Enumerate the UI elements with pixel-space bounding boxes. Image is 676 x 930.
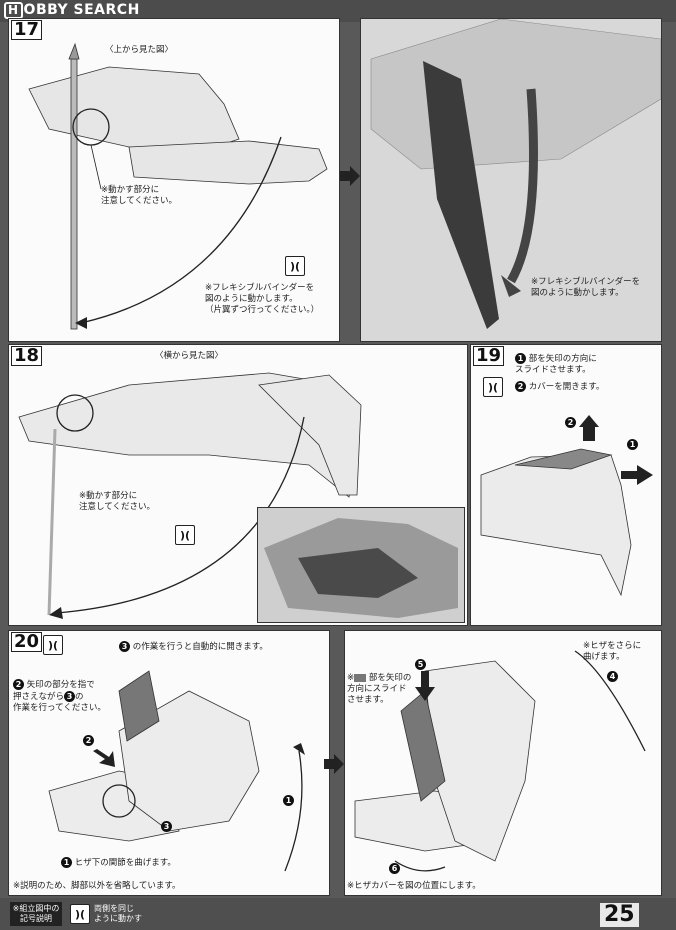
marker-3: 3 bbox=[119, 641, 130, 652]
marker-4-arrow: 4 bbox=[607, 671, 618, 682]
top-view-illustration bbox=[28, 42, 328, 330]
caution-note: ※動かす部分に 注意してください。 bbox=[79, 491, 155, 512]
mirror-symbol-icon: )( bbox=[43, 635, 63, 655]
step-20-left-panel: 20 )( 3 の作業を行うと自動的に開きます。 2 矢印の部分を指で 押さえな… bbox=[8, 630, 330, 896]
explain-note: ※説明のため、脚部以外を省略しています。 bbox=[13, 881, 181, 891]
leg-illustration-right bbox=[354, 650, 646, 872]
logo-text: OBBY SEARCH bbox=[23, 2, 140, 18]
auto-open-note: 3 の作業を行うと自動的に開きます。 bbox=[119, 641, 268, 653]
open-note: 2 カバーを開きます。 bbox=[515, 381, 604, 393]
mirror-symbol-icon: )( bbox=[483, 377, 503, 397]
leg-illustration-left bbox=[48, 670, 305, 872]
marker-1-arrow: 1 bbox=[283, 795, 294, 806]
legend-title: ※組立図中の 記号説明 bbox=[10, 902, 62, 926]
knee-cover-note: ※ヒザカバーを図の位置にします。 bbox=[347, 881, 481, 891]
bend-lower-note-text: ヒザ下の関節を曲げます。 bbox=[74, 858, 176, 868]
marker-2-arrow: 2 bbox=[565, 417, 576, 428]
binder-photo bbox=[361, 19, 661, 341]
step-number: 18 bbox=[11, 346, 43, 366]
marker-1: 1 bbox=[515, 353, 526, 364]
step-17-right-panel: ※フレキシブルバインダーを 図のように動かします。 bbox=[360, 18, 662, 342]
step-19-panel: 19 1 部を矢印の方向に スライドさせます。 )( 2 カバーを開きます。 2… bbox=[470, 344, 662, 626]
marker-2: 2 bbox=[13, 679, 24, 690]
press-note-text: 矢印の部分を指で 押さえながら bbox=[13, 680, 95, 702]
logo-mark: H bbox=[4, 2, 23, 19]
step-20-right-panel: ※ 部を矢印の 方向にスライド させます。 ※ヒザをさらに 曲げます。 5 4 … bbox=[344, 630, 662, 896]
binder-note-right: ※フレキシブルバインダーを 図のように動かします。 bbox=[531, 277, 641, 298]
step-number: 19 bbox=[473, 346, 505, 366]
slide-part-note: ※ 部を矢印の 方向にスライド させます。 bbox=[347, 673, 411, 706]
part-swatch bbox=[354, 673, 367, 682]
mirror-symbol-icon: )( bbox=[70, 904, 90, 924]
step-17-left-panel: 17 〈上から見た図〉 ※動かす部分に 注意してください。 )( ※フレキシブル… bbox=[8, 18, 340, 342]
step-arrow-right-icon bbox=[340, 166, 360, 186]
slide-part-note-text: 部を矢印の 方向にスライド させます。 bbox=[347, 673, 412, 705]
press-note-tail: の 作業を行ってください。 bbox=[13, 692, 106, 713]
auto-open-note-text: の作業を行うと自動的に開きます。 bbox=[132, 642, 268, 652]
view-label-side: 〈横から見た図〉 bbox=[155, 351, 224, 361]
legend-footer bbox=[0, 898, 676, 930]
step-arrow-right-icon bbox=[324, 754, 344, 774]
page-number: 25 bbox=[600, 903, 639, 927]
marker-5-arrow: 5 bbox=[415, 659, 426, 670]
marker-6-arrow: 6 bbox=[389, 863, 400, 874]
mirror-symbol-icon: )( bbox=[285, 256, 305, 276]
marker-2-arrow: 2 bbox=[83, 735, 94, 746]
mirror-symbol-icon: )( bbox=[175, 525, 195, 545]
step-18-panel: 18 〈横から見た図〉 ※動かす部分に 注意してください。 )( bbox=[8, 344, 468, 626]
step-number: 20 bbox=[11, 632, 43, 652]
open-note-text: カバーを開きます。 bbox=[528, 382, 605, 392]
detail-photo bbox=[257, 507, 465, 623]
caution-note: ※動かす部分に 注意してください。 bbox=[101, 185, 177, 206]
marker-3-inline: 3 bbox=[64, 691, 76, 702]
side-view-illustration bbox=[18, 372, 362, 619]
marker-1: 1 bbox=[61, 857, 72, 868]
step-number: 17 bbox=[11, 20, 43, 40]
slide-note: 1 部を矢印の方向に スライドさせます。 bbox=[515, 353, 597, 376]
view-label-top: 〈上から見た図〉 bbox=[105, 45, 174, 55]
knee-more-note: ※ヒザをさらに 曲げます。 bbox=[583, 641, 642, 662]
detail-photo-image bbox=[258, 508, 464, 622]
marker-2: 2 bbox=[515, 381, 526, 392]
legend-description: 両側を同じ ように動かす bbox=[94, 904, 142, 923]
marker-1-arrow: 1 bbox=[627, 439, 638, 450]
cover-illustration bbox=[480, 415, 653, 597]
marker-3-arrow: 3 bbox=[161, 821, 172, 832]
asterisk: ※ bbox=[347, 673, 355, 683]
slide-note-text: 部を矢印の方向に スライドさせます。 bbox=[515, 354, 597, 375]
binder-note: ※フレキシブルバインダーを 図のように動かします。 （片翼ずつ行ってください。） bbox=[205, 283, 320, 315]
bend-lower-note: 1 ヒザ下の関節を曲げます。 bbox=[61, 857, 176, 869]
